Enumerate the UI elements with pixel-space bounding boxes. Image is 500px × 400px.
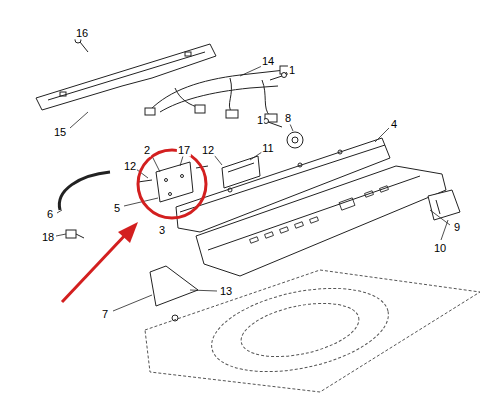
console-trim — [196, 166, 446, 276]
callout-number: 3 — [158, 224, 166, 237]
callout-number: 14 — [261, 55, 275, 68]
interface-board — [138, 162, 208, 202]
callout-number: 10 — [433, 242, 447, 255]
highlight-arrow — [62, 222, 138, 302]
callout-number: 1 — [288, 64, 296, 77]
callout-number: 7 — [101, 308, 109, 321]
clip — [66, 230, 84, 238]
callout-number: 2 — [143, 144, 151, 157]
hose — [59, 172, 110, 210]
callout-number: 5 — [113, 202, 121, 215]
callout-number: 8 — [284, 112, 292, 125]
switch — [287, 132, 303, 148]
screw — [270, 73, 287, 81]
rear-bracket — [36, 44, 216, 110]
control-board — [222, 156, 260, 188]
callout-number: 13 — [219, 285, 233, 298]
highlight-circle — [138, 150, 206, 218]
end-cap — [428, 190, 460, 220]
callout-number: 17 — [177, 144, 191, 157]
wire-harness — [145, 66, 290, 122]
callout-number: 1 — [256, 114, 264, 127]
callout-number: 15 — [53, 126, 67, 139]
screw — [264, 119, 283, 128]
callout-number: 18 — [41, 231, 55, 244]
callout-number: 4 — [390, 118, 398, 131]
console-support — [150, 266, 198, 321]
callout-number: 6 — [46, 208, 54, 221]
callout-number: 12 — [123, 160, 137, 173]
callout-number: 16 — [75, 27, 89, 40]
leader-lines — [56, 66, 450, 311]
callout-number: 9 — [453, 221, 461, 234]
callout-number: 11 — [261, 142, 274, 155]
callout-number: 12 — [201, 144, 215, 157]
